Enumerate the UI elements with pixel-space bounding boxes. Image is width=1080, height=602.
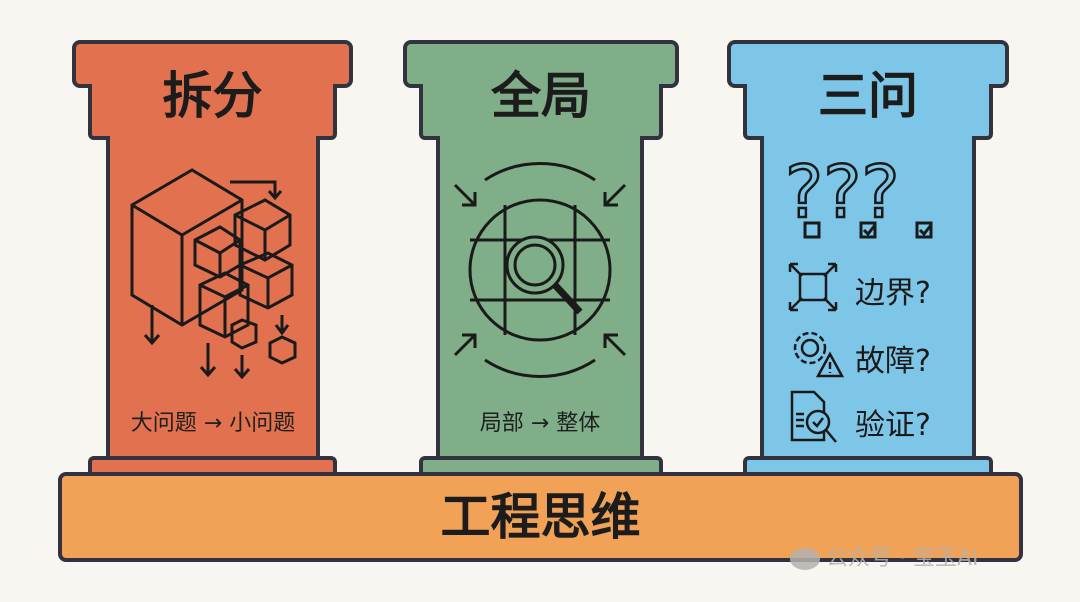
question-failure: 故障?	[855, 344, 931, 379]
pillar-plinth	[419, 456, 663, 474]
document-check-icon	[790, 390, 837, 443]
pillar-title: 拆分	[162, 67, 263, 125]
cubes-decompose-icon	[130, 168, 297, 380]
pillar-title: 全局	[491, 67, 591, 125]
wechat-icon	[790, 548, 820, 570]
svg-text:???: ???	[785, 150, 900, 234]
boundary-expand-icon	[788, 262, 838, 312]
pillar-title: 三问	[818, 67, 918, 125]
pillar-plinth	[743, 456, 993, 474]
pillar-caption: 大问题 → 小问题	[130, 411, 296, 436]
foundation-engineering-thinking: 工程思维	[58, 472, 1023, 562]
question-marks-icon: ???	[784, 149, 933, 239]
watermark-text: 公众号 · 宝玉AI	[826, 546, 979, 571]
question-boundary: 边界?	[855, 276, 931, 311]
pillar-shaft	[760, 136, 976, 458]
pillar-caption: 局部 → 整体	[479, 411, 601, 436]
pillar-plinth	[88, 456, 337, 474]
watermark: 公众号 · 宝玉AI	[790, 540, 979, 572]
pillar-shaft	[436, 136, 644, 458]
question-verification: 验证?	[855, 408, 931, 443]
gear-warning-icon	[793, 331, 845, 378]
pillar-shaft	[106, 136, 320, 458]
puzzle-magnifier-icon	[453, 162, 627, 378]
